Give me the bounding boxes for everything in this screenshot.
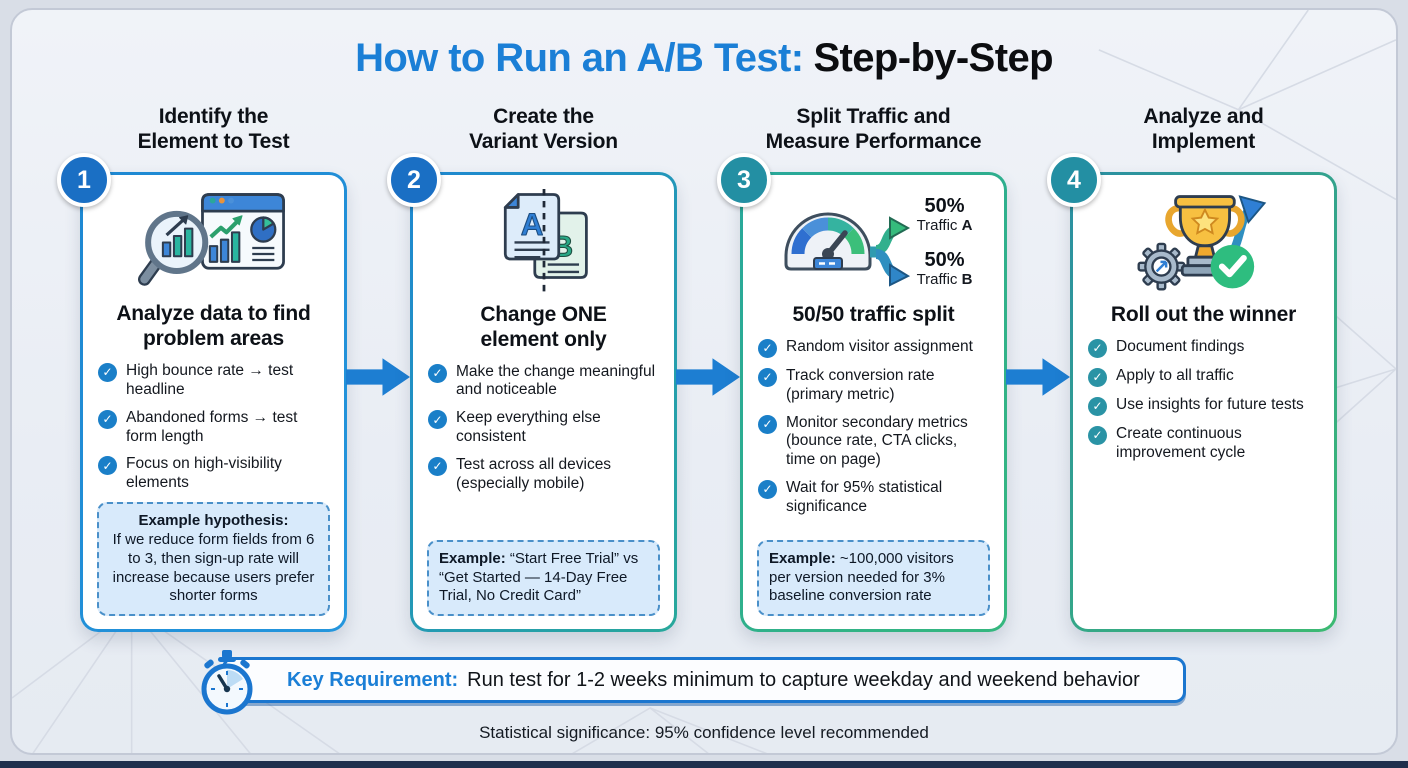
check-icon: ✓ — [428, 410, 447, 430]
checklist-item: ✓Abandoned forms → test form length — [98, 409, 329, 447]
example-body: If we reduce form fields from 6 to 3, th… — [112, 531, 315, 605]
check-icon: ✓ — [98, 409, 117, 429]
arrow-right-icon — [1006, 358, 1070, 396]
step-column-1: Identify the Element to Test 1 — [57, 104, 347, 632]
step-column-3: Split Traffic and Measure Performance 3 — [717, 104, 1007, 632]
step-2-card-title: Change ONE element only — [480, 303, 607, 351]
step-1-number-badge: 1 — [57, 153, 111, 207]
checklist-item: ✓Random visitor assignment — [758, 338, 989, 358]
example-box: Example hypothesis: If we reduce form fi… — [97, 502, 330, 616]
example-label: Example: — [439, 549, 506, 567]
arrow-right-icon — [676, 358, 740, 396]
checklist-item: ✓Wait for 95% statistical significance — [758, 479, 989, 517]
step-2-number-badge: 2 — [387, 153, 441, 207]
svg-text:A: A — [520, 207, 543, 242]
step-1-checklist: ✓High bounce rate → test headline ✓Aband… — [97, 362, 330, 502]
step-2-checklist: ✓Make the change meaningful and noticeab… — [427, 363, 660, 503]
example-label: Example hypothesis: — [138, 512, 289, 530]
step-4-number-badge: 4 — [1047, 153, 1101, 207]
check-icon: ✓ — [1088, 367, 1107, 387]
title-highlight: How to Run an A/B Test: — [355, 36, 804, 80]
step-1-card-title: Analyze data to find problem areas — [116, 302, 311, 351]
check-icon: ✓ — [758, 367, 777, 387]
traffic-b-label: 50% Traffic B — [916, 249, 973, 289]
step-4-checklist: ✓Document findings ✓Apply to all traffic… — [1087, 338, 1320, 472]
checklist-item: ✓Focus on high-visibility elements — [98, 455, 329, 493]
step-2-header: Create the Variant Version — [469, 105, 618, 154]
step-column-2: Create the Variant Version 2 B — [387, 104, 677, 632]
magnifier-analytics-icon — [137, 192, 285, 286]
gauge-split-icon — [784, 212, 910, 287]
step-3-header: Split Traffic and Measure Performance — [765, 105, 982, 154]
key-requirement-text: Run test for 1-2 weeks minimum to captur… — [467, 668, 1140, 691]
checklist-item: ✓Document findings — [1088, 338, 1319, 358]
infographic-panel: How to Run an A/B Test:Step-by-Step Iden… — [10, 8, 1398, 755]
arrow-right-icon — [346, 358, 410, 396]
step-4-card: 4 — [1047, 153, 1337, 632]
steps-row: Identify the Element to Test 1 — [57, 104, 1337, 632]
title-rest: Step-by-Step — [813, 36, 1053, 80]
key-requirement-label: Key Requirement: — [287, 668, 459, 691]
checklist-item: ✓Apply to all traffic — [1088, 367, 1319, 387]
check-icon: ✓ — [758, 414, 777, 434]
step-1-header: Identify the Element to Test — [137, 105, 290, 154]
check-icon: ✓ — [758, 338, 777, 358]
checklist-item: ✓Monitor secondary metrics (bounce rate,… — [758, 414, 989, 471]
example-body: “Start Free Trial” vs “Get Started — 14-… — [439, 549, 639, 605]
step-column-4: Analyze and Implement 4 — [1047, 104, 1337, 632]
checklist-item: ✓Track conversion rate (primary metric) — [758, 367, 989, 405]
step-4-header: Analyze and Implement — [1143, 105, 1264, 154]
check-icon: ✓ — [1088, 338, 1107, 358]
bottom-accent-bar — [0, 761, 1408, 768]
traffic-a-label: 50% Traffic A — [916, 195, 973, 235]
ab-documents-icon: B A — [503, 189, 588, 294]
check-icon: ✓ — [428, 457, 447, 477]
check-icon: ✓ — [758, 480, 777, 500]
example-box: Example: “Start Free Trial” vs “Get Star… — [427, 539, 660, 616]
example-label: Example: — [769, 549, 836, 567]
stopwatch-icon — [201, 650, 253, 715]
check-icon: ✓ — [1088, 396, 1107, 416]
example-box: Example: ~100,000 visitors per version n… — [757, 539, 990, 616]
checklist-item: ✓Test across all devices (especially mob… — [428, 456, 659, 494]
step-3-card-title: 50/50 traffic split — [792, 303, 955, 326]
step-3-card: 3 — [717, 153, 1007, 632]
checklist-item: ✓Keep everything else consistent — [428, 409, 659, 447]
page-title: How to Run an A/B Test:Step-by-Step — [12, 36, 1396, 81]
check-icon: ✓ — [428, 363, 447, 383]
step-4-card-title: Roll out the winner — [1110, 303, 1297, 326]
checklist-item: ✓Create continuous improvement cycle — [1088, 425, 1319, 463]
traffic-split-labels: 50% Traffic A 50% Traffic B — [916, 195, 973, 289]
checklist-item: ✓Use insights for future tests — [1088, 396, 1319, 416]
checklist-item: ✓Make the change meaningful and noticeab… — [428, 363, 659, 401]
check-icon: ✓ — [1088, 425, 1107, 445]
statistical-note: Statistical significance: 95% confidence… — [479, 723, 929, 742]
step-3-checklist: ✓Random visitor assignment ✓Track conver… — [757, 338, 990, 526]
step-1-card: 1 — [57, 153, 347, 632]
check-icon: ✓ — [98, 362, 117, 382]
trophy-winner-icon — [1137, 195, 1266, 291]
step-3-number-badge: 3 — [717, 153, 771, 207]
key-requirement-bar: Key Requirement: Run test for 1-2 weeks … — [201, 650, 1186, 715]
checklist-item: ✓High bounce rate → test headline — [98, 362, 329, 400]
step-2-card: 2 B — [387, 153, 677, 632]
example-body: ~100,000 visitors per version needed for… — [769, 549, 954, 605]
check-icon: ✓ — [98, 456, 117, 476]
